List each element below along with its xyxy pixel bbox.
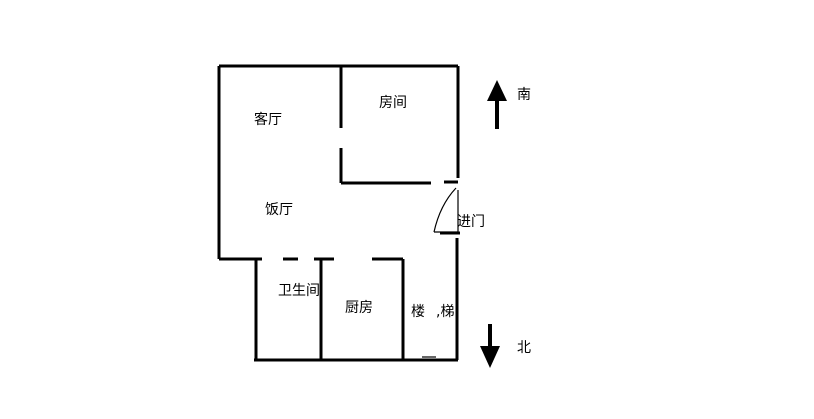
arrow-up-icon [487, 80, 507, 129]
kitchen-label: 厨房 [345, 300, 373, 316]
entrance-door [433, 187, 459, 233]
stairs-label-1: 楼 [411, 304, 425, 320]
south-label: 南 [517, 87, 531, 103]
compass: 南 北 [480, 80, 531, 368]
arrow-down-icon [480, 324, 500, 368]
interior-walls [339, 66, 460, 235]
north-label: 北 [517, 340, 531, 356]
bathroom-label: 卫生间 [278, 283, 320, 299]
living-room-label: 客厅 [254, 111, 282, 128]
dining-room-label: 饭厅 [265, 202, 293, 218]
outer-walls [217, 64, 460, 362]
door-swing-arc [433, 187, 457, 233]
stairs-label-2: ,梯 [436, 304, 454, 320]
room-labels: 客厅 房间 饭厅 卫生间 厨房 进门 楼 ,梯 [254, 95, 485, 320]
entrance-label: 进门 [457, 214, 485, 230]
bedroom-label: 房间 [379, 95, 407, 111]
